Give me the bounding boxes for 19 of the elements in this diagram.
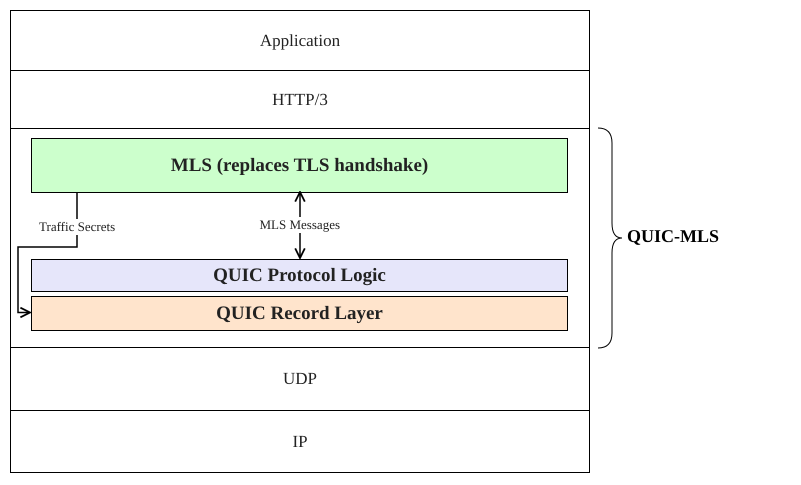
layer-box	[10, 70, 590, 129]
layer-name: MLS (replaces TLS handshake)	[170, 154, 428, 176]
layer-name: QUIC Record Layer	[216, 302, 383, 324]
layer-box	[10, 347, 590, 411]
layer-box	[10, 10, 590, 71]
edge-label: MLS Messages	[260, 217, 340, 233]
layer-box	[10, 410, 590, 473]
layer-box	[10, 128, 590, 348]
layer-name: UDP	[282, 369, 317, 389]
layer-name: Application	[260, 30, 340, 50]
layer-name: HTTP/3	[272, 90, 328, 110]
layer-box	[31, 296, 568, 331]
layer-box	[31, 259, 568, 292]
group-label: QUIC-MLS	[627, 226, 720, 247]
arrow	[17, 192, 78, 318]
layer-box	[31, 138, 568, 193]
edge-label: Traffic Secrets	[39, 219, 116, 235]
layer-name: IP	[292, 432, 308, 452]
layer-name: QUIC Protocol Logic	[213, 264, 386, 286]
